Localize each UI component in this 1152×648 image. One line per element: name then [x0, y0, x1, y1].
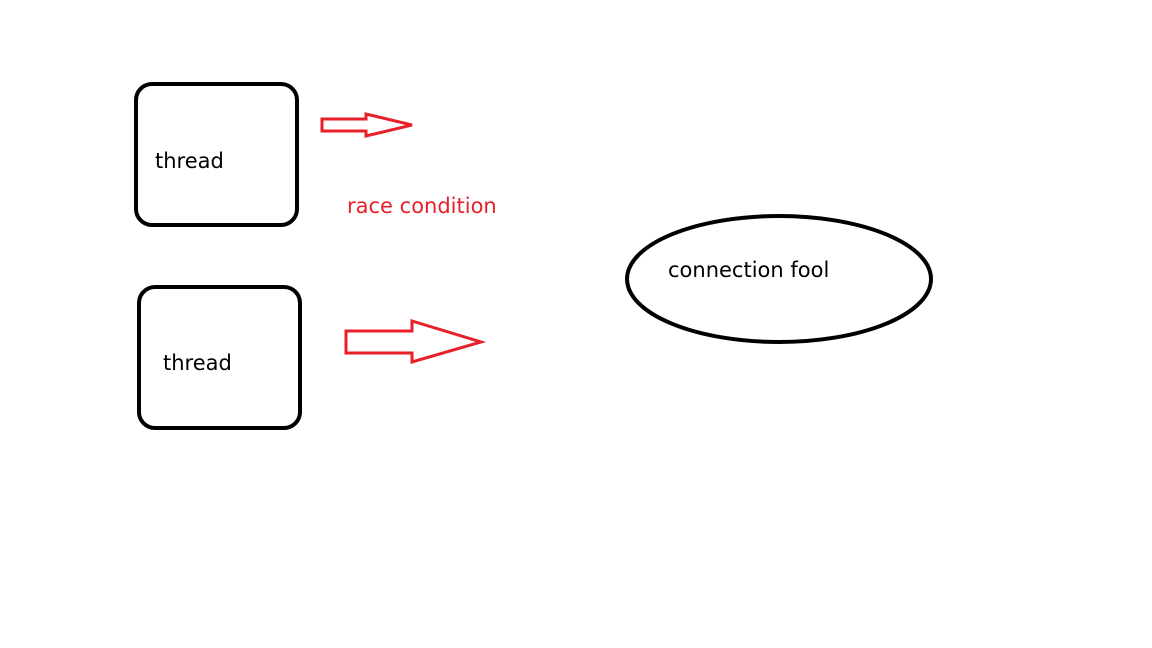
- thread-box-1: [134, 82, 299, 227]
- connection-pool-node: connection fool: [625, 214, 933, 344]
- arrow-2: [344, 318, 487, 364]
- thread-box-2: [137, 285, 302, 430]
- connection-pool-ellipse: [625, 214, 933, 344]
- race-condition-label: race condition: [347, 194, 497, 218]
- thread-node-1: thread: [134, 82, 299, 227]
- thread-label-1: thread: [155, 149, 224, 173]
- arrow-1: [320, 112, 413, 138]
- connection-pool-label: connection fool: [668, 258, 829, 282]
- thread-node-2: thread: [137, 285, 302, 430]
- thread-label-2: thread: [163, 351, 232, 375]
